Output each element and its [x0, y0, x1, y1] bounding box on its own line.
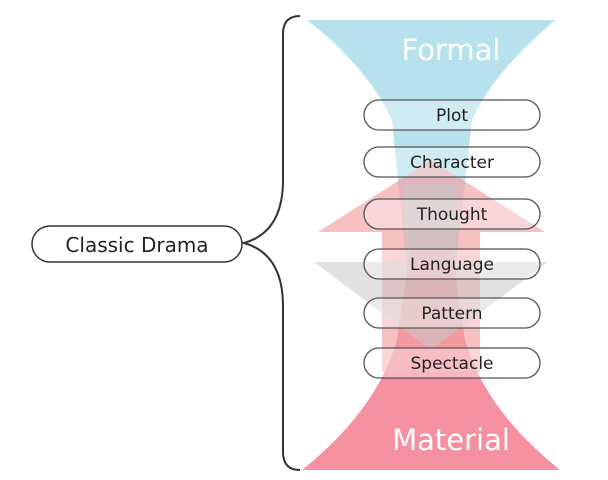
element-node-character[interactable]: Character	[363, 146, 541, 178]
element-node-label: Character	[410, 153, 494, 173]
element-node-label: Spectacle	[411, 354, 494, 374]
downward-arrow-shape	[314, 185, 548, 350]
element-node-label: Plot	[436, 106, 468, 126]
element-node-label: Pattern	[421, 304, 482, 324]
element-node-language[interactable]: Language	[363, 248, 541, 280]
element-node-thought[interactable]: Thought	[363, 198, 541, 230]
material-pole-label: Material	[392, 423, 510, 457]
root-node-classic-drama[interactable]: Classic Drama	[31, 225, 243, 263]
element-node-label: Language	[410, 255, 494, 275]
root-node-label: Classic Drama	[65, 233, 208, 257]
element-node-spectacle[interactable]: Spectacle	[363, 347, 541, 379]
formal-pole-label: Formal	[402, 33, 501, 67]
curly-brace-connector	[240, 15, 301, 471]
element-node-pattern[interactable]: Pattern	[363, 297, 541, 329]
element-node-plot[interactable]: Plot	[363, 99, 541, 131]
element-node-label: Thought	[416, 205, 488, 225]
